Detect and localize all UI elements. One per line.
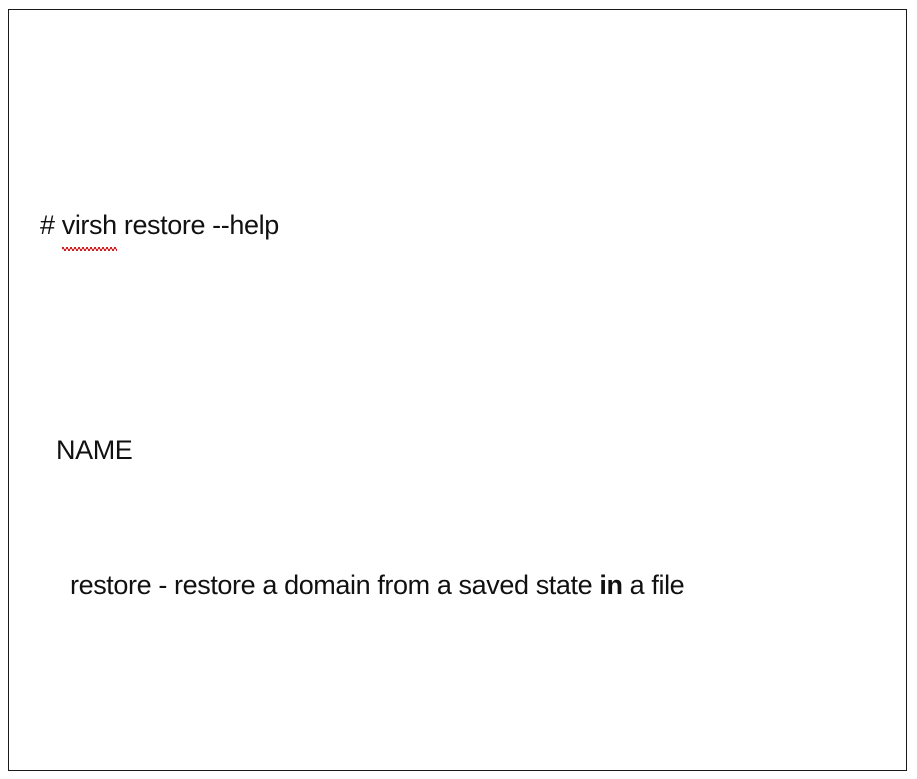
help-output-text[interactable]: # virsh restore --help NAME restore - re… bbox=[9, 10, 906, 770]
command-prompt-line: # virsh restore --help bbox=[22, 203, 900, 251]
name-text-emphasis: in bbox=[599, 570, 623, 600]
misspelled-word-virsh: virsh bbox=[61, 203, 117, 251]
name-text-prefix: restore - restore a domain from a saved … bbox=[70, 570, 600, 600]
name-description-line: restore - restore a domain from a saved … bbox=[22, 563, 900, 608]
help-output-frame: # virsh restore --help NAME restore - re… bbox=[8, 9, 907, 771]
prompt-symbol: # bbox=[40, 210, 55, 240]
spacer-after-name bbox=[22, 743, 900, 770]
name-text-suffix: a file bbox=[622, 570, 685, 600]
section-heading-name: NAME bbox=[56, 435, 133, 465]
